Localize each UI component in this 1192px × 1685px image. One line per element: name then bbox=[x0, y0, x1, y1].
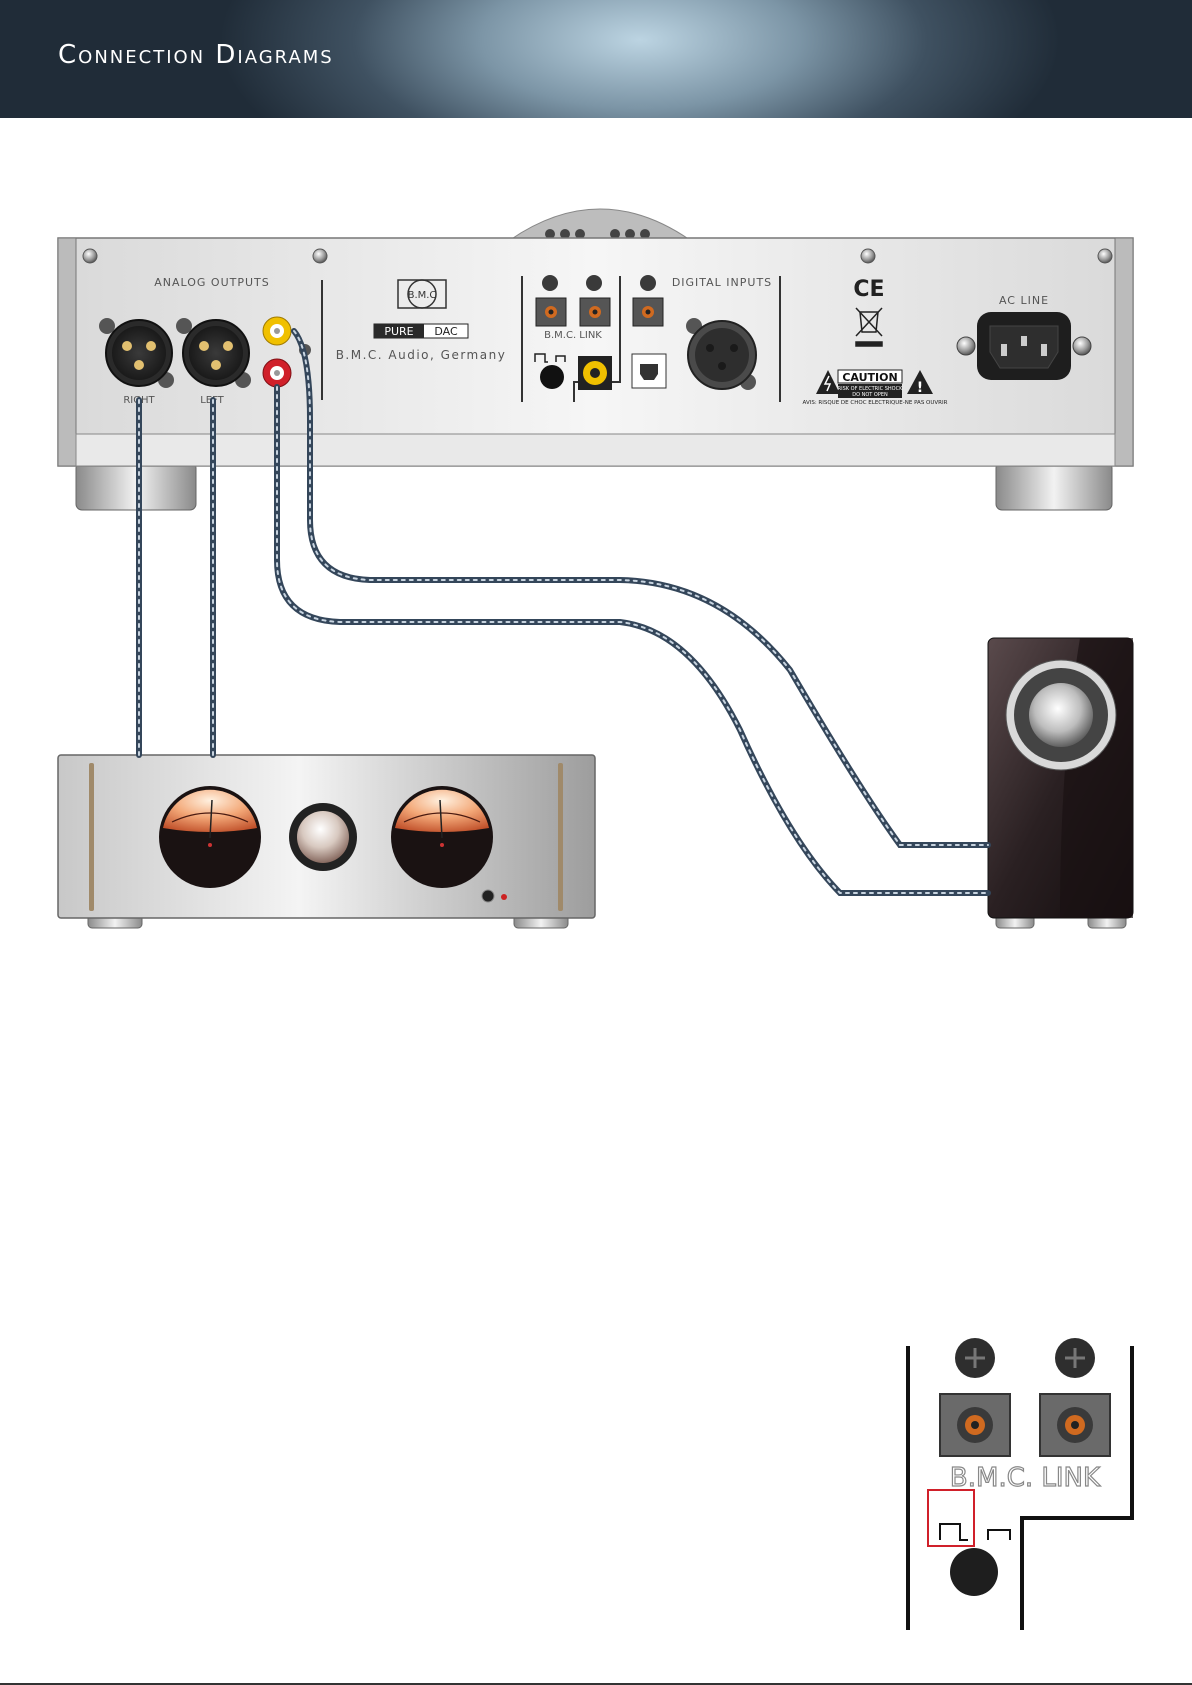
bmc-link-detail: B.M.C. LINK bbox=[908, 1338, 1132, 1630]
pure-dac-badge: PURE DAC bbox=[374, 324, 468, 338]
detail-link-button bbox=[950, 1548, 998, 1596]
usb-input-port bbox=[632, 354, 666, 388]
svg-text:PURE: PURE bbox=[384, 325, 413, 338]
dac-unit: ANALOG OUTPUTS RIGHT LEFT bbox=[58, 209, 1133, 510]
company-name: B.M.C. Audio, Germany bbox=[336, 348, 507, 362]
svg-text:B.M.C: B.M.C bbox=[408, 290, 437, 301]
dac-side-left bbox=[58, 238, 76, 466]
vu-meter-right bbox=[391, 786, 493, 888]
link-button bbox=[540, 365, 564, 389]
amp-trim-left bbox=[89, 763, 94, 911]
dac-side-right bbox=[1115, 238, 1133, 466]
dac-foot-right bbox=[996, 462, 1112, 510]
optical-input-port bbox=[633, 298, 663, 326]
detail-bmc-link-label: B.M.C. LINK bbox=[950, 1463, 1101, 1493]
detail-screw-1 bbox=[955, 1338, 995, 1378]
ac-line-label: AC LINE bbox=[999, 294, 1049, 307]
detail-screw-2 bbox=[1055, 1338, 1095, 1378]
optical-link-port-2 bbox=[580, 298, 610, 326]
headphone-jack bbox=[482, 890, 494, 902]
detail-optical-port-2 bbox=[1040, 1394, 1110, 1456]
power-led bbox=[501, 894, 507, 900]
subwoofer-unit bbox=[988, 638, 1133, 928]
analog-outputs-label: ANALOG OUTPUTS bbox=[154, 276, 270, 289]
svg-text:DO NOT OPEN: DO NOT OPEN bbox=[852, 392, 888, 398]
optical-link-port-1 bbox=[536, 298, 566, 326]
coaxial-input-port bbox=[578, 356, 612, 390]
amp-trim-right bbox=[558, 763, 563, 911]
svg-text:CAUTION: CAUTION bbox=[842, 371, 897, 384]
ce-mark: CE bbox=[853, 277, 884, 302]
svg-text:AVIS: RISQUE DE CHOC ELECTRIQU: AVIS: RISQUE DE CHOC ELECTRIQUE-NE PAS O… bbox=[803, 400, 948, 406]
rca-output-yellow bbox=[263, 317, 291, 345]
dac-bottom-strip bbox=[76, 434, 1115, 466]
detail-optical-port-1 bbox=[940, 1394, 1010, 1456]
svg-text:DAC: DAC bbox=[434, 325, 458, 338]
vu-meter-left bbox=[159, 786, 261, 888]
highlight-box bbox=[928, 1490, 974, 1546]
digital-inputs-label: DIGITAL INPUTS bbox=[672, 276, 772, 289]
rca-output-red bbox=[263, 359, 291, 387]
dac-top-dome bbox=[510, 209, 690, 240]
svg-text:!: ! bbox=[917, 380, 923, 396]
amplifier-unit bbox=[58, 755, 595, 928]
volume-knob bbox=[289, 803, 357, 871]
woofer-driver bbox=[1006, 660, 1116, 770]
bmc-link-label: B.M.C. LINK bbox=[544, 330, 602, 341]
